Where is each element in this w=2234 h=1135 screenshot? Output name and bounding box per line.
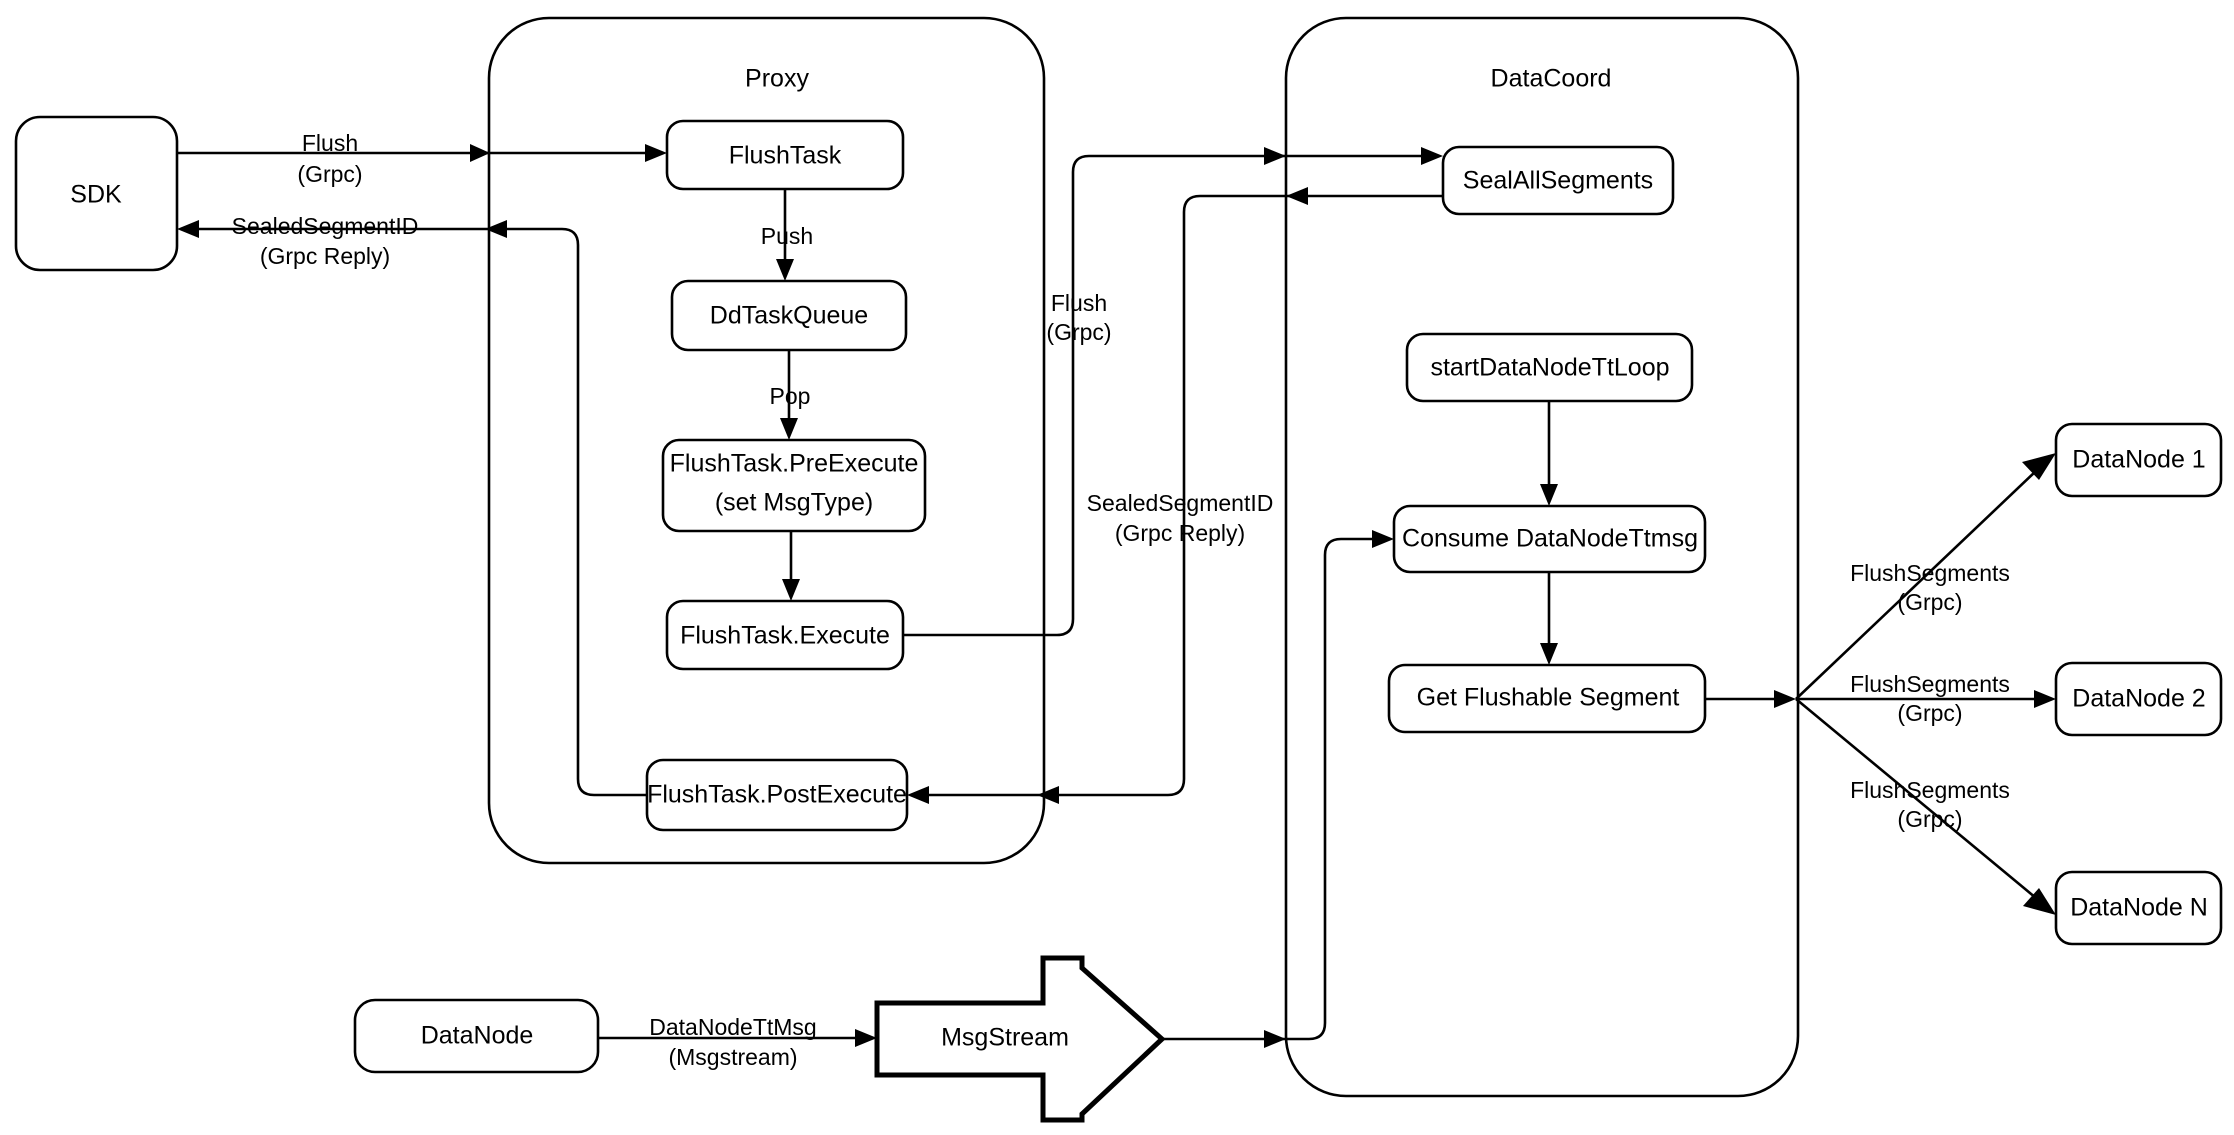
node-ddtaskqueue-label: DdTaskQueue xyxy=(710,302,868,330)
node-datanode-n-label: DataNode N xyxy=(2070,894,2208,922)
node-sdk[interactable] xyxy=(14,115,179,272)
node-msgstream-label: MsgStream xyxy=(941,1024,1069,1052)
edge-execute-to-sealallsegments xyxy=(903,154,1430,637)
node-datanode-bottom[interactable] xyxy=(353,998,600,1074)
node-msgstream[interactable] xyxy=(874,955,1166,1123)
edge-sealallsegments-to-postexecute xyxy=(920,194,1443,797)
arrowhead-dc-to-proxy-sealedsegmentid xyxy=(1286,187,1308,205)
edge-label-flushsegments-n-line2: (Grpc) xyxy=(1897,806,1962,832)
arrowhead-sdk-to-rail xyxy=(470,144,490,162)
node-sealallsegments[interactable] xyxy=(1441,145,1675,216)
arrowhead-postexecute-to-sdk xyxy=(177,220,199,238)
edge-label-flushsegments-2-line2: (Grpc) xyxy=(1897,700,1962,726)
edge-label-proxy-to-dc-flush-line1: Flush xyxy=(1051,290,1107,316)
edge-label-sealedsegmentid-line1: SealedSegmentID xyxy=(232,213,419,239)
edge-label-pop: Pop xyxy=(770,383,811,409)
arrowhead-hub-to-datanode2 xyxy=(2034,690,2056,708)
node-consume-datanodettmsg-label: Consume DataNodeTtmsg xyxy=(1402,525,1698,553)
edge-label-push: Push xyxy=(761,223,813,249)
container-datacoord-label: DataCoord xyxy=(1491,65,1612,93)
edge-hub-to-datanode1 xyxy=(1795,470,2037,700)
edge-label-flush-grpc-line2: (Grpc) xyxy=(297,161,362,187)
node-datanode-1-label: DataNode 1 xyxy=(2072,446,2205,474)
node-sdk-label: SDK xyxy=(70,181,122,209)
arrowhead-getflushable-to-hub xyxy=(1774,690,1796,708)
arrowhead-pop xyxy=(780,418,798,440)
node-datanode-bottom-label: DataNode xyxy=(421,1022,534,1050)
node-startdatanodettloop-label: startDataNodeTtLoop xyxy=(1430,354,1669,382)
edge-label-sealedsegmentid-line2: (Grpc Reply) xyxy=(260,243,390,269)
edge-label-proxy-to-dc-flush-line2: (Grpc) xyxy=(1046,319,1111,345)
arrowhead-rail-sealedsegmentid xyxy=(485,220,507,238)
container-proxy-label: Proxy xyxy=(745,65,809,93)
arrowhead-startloop-to-consume xyxy=(1540,484,1558,506)
node-datanode-n[interactable] xyxy=(2054,870,2223,946)
node-datanode-1[interactable] xyxy=(2054,422,2223,498)
edge-label-datanodettmsg-line1: DataNodeTtMsg xyxy=(649,1014,816,1040)
node-sealallsegments-label: SealAllSegments xyxy=(1463,167,1653,195)
node-flushtask-preexecute-label-line2: (set MsgType) xyxy=(715,489,873,517)
arrowhead-rail-to-flushtask xyxy=(645,144,667,162)
arrowhead-consume-to-getflushable xyxy=(1540,643,1558,665)
edge-msgstream-to-consume xyxy=(1162,537,1381,1041)
arrowhead-datanode-to-msgstream xyxy=(855,1029,877,1047)
edge-label-dc-to-proxy-sealedsegmentid-line1: SealedSegmentID xyxy=(1087,490,1274,516)
arrowhead-hub-to-datanoden xyxy=(2023,888,2056,915)
node-flushtask-postexecute-label: FlushTask.PostExecute xyxy=(647,781,907,809)
node-flushtask-execute-label: FlushTask.Execute xyxy=(680,622,890,650)
arrowhead-push xyxy=(776,259,794,281)
arrowhead-execute-to-sealallsegments xyxy=(1421,147,1443,165)
edge-postexecute-to-sdk xyxy=(185,227,647,797)
arrowhead-preexecute-to-execute xyxy=(782,579,800,601)
edge-label-datanodettmsg-line2: (Msgstream) xyxy=(668,1044,797,1070)
node-flushtask-preexecute[interactable] xyxy=(661,438,927,533)
arrowhead-msgstream-to-dc xyxy=(1264,1030,1286,1048)
edge-label-flushsegments-2-line1: FlushSegments xyxy=(1850,671,2010,697)
arrowhead-hub-to-datanode1 xyxy=(2022,453,2056,480)
node-flushtask-preexecute-label-line1: FlushTask.PreExecute xyxy=(670,450,919,478)
arrowhead-execute-to-dc-rail xyxy=(1264,147,1286,165)
arrowhead-to-postexecute xyxy=(907,786,929,804)
arrowhead-msgstream-to-consume xyxy=(1372,530,1394,548)
node-get-flushable-segment-label: Get Flushable Segment xyxy=(1417,684,1680,712)
edge-label-flush-grpc-line1: Flush xyxy=(302,130,358,156)
edge-label-dc-to-proxy-sealedsegmentid-line2: (Grpc Reply) xyxy=(1115,520,1245,546)
node-flushtask-label: FlushTask xyxy=(729,142,842,170)
edge-label-flushsegments-1-line2: (Grpc) xyxy=(1897,589,1962,615)
arrowhead-proxy-border-postexecute xyxy=(1037,786,1059,804)
edge-hub-to-datanoden xyxy=(1795,697,2037,900)
edge-label-flushsegments-n-line1: FlushSegments xyxy=(1850,777,2010,803)
edge-label-flushsegments-1-line1: FlushSegments xyxy=(1850,560,2010,586)
node-datanode-2-label: DataNode 2 xyxy=(2072,685,2205,713)
